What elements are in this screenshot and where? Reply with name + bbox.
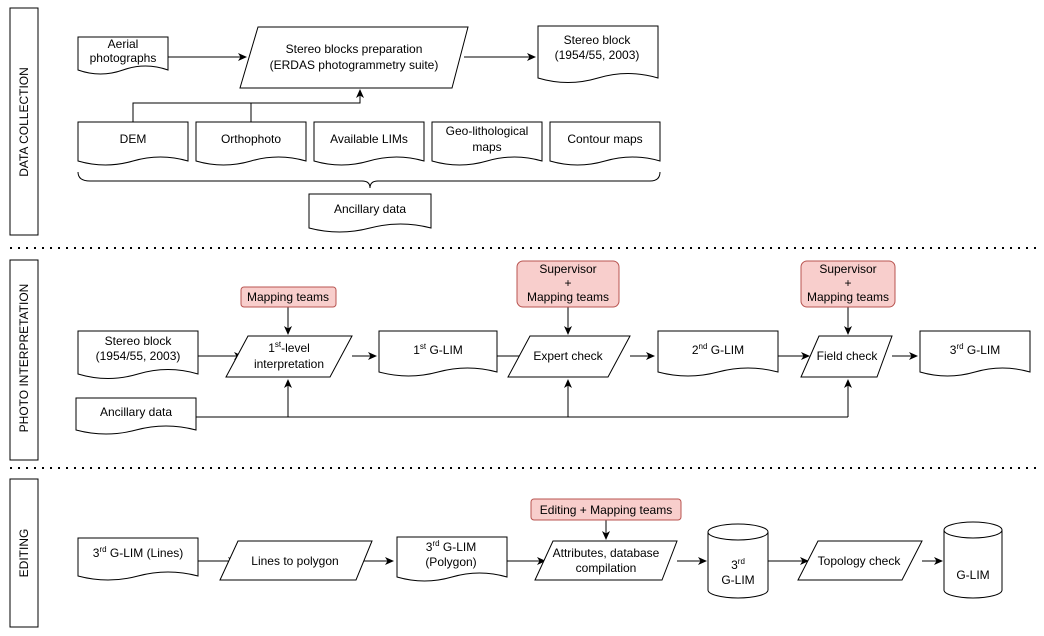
svg-text:(1954/55, 2003): (1954/55, 2003) [96, 349, 181, 363]
node-ancillary-data-collection: Ancillary data [308, 193, 432, 233]
svg-text:maps: maps [472, 140, 501, 154]
node-field-check: Field check [800, 335, 893, 378]
svg-text:3rd G-LIM: 3rd G-LIM [950, 342, 1000, 357]
node-stereo-block-pi: Stereo block (1954/55, 2003) [77, 330, 199, 379]
edge-ancillary-to-prep [132, 89, 364, 122]
node-supervisor-mapping-2: Supervisor + Mapping teams [800, 260, 896, 308]
svg-text:DEM: DEM [120, 132, 147, 146]
node-glim-1: 1st G-LIM [378, 330, 498, 377]
node-ancillary-data-pi: Ancillary data [75, 397, 197, 435]
node-glim-2: 2nd G-LIM [657, 330, 779, 377]
node-editing-mapping-teams: Editing + Mapping teams [530, 498, 682, 521]
lane-label-photo-interpretation: PHOTO INTERPRETATION [17, 284, 31, 433]
svg-text:3rd G-LIM: 3rd G-LIM [426, 539, 476, 554]
node-expert-check: Expert check [507, 335, 631, 378]
svg-text:photographs: photographs [90, 51, 157, 65]
svg-text:Mapping teams: Mapping teams [247, 290, 329, 304]
svg-text:Geo-lithological: Geo-lithological [446, 124, 529, 138]
node-glim-3: 3rd G-LIM [919, 330, 1031, 377]
node-attributes-compilation: Attributes, database compilation [534, 540, 678, 581]
svg-text:interpretation: interpretation [254, 357, 324, 371]
lane-data-collection: DATA COLLECTION [9, 7, 39, 236]
svg-text:3rd G-LIM (Lines): 3rd G-LIM (Lines) [93, 545, 184, 560]
lane-editing: EDITING [9, 478, 39, 628]
svg-text:1st G-LIM: 1st G-LIM [413, 342, 463, 357]
svg-text:Stereo block: Stereo block [105, 334, 173, 348]
node-mapping-teams: Mapping teams [240, 286, 337, 308]
svg-text:Contour maps: Contour maps [567, 132, 642, 146]
lane-label-data-collection: DATA COLLECTION [17, 67, 31, 177]
curly-brace [77, 171, 661, 189]
svg-text:Orthophoto: Orthophoto [221, 132, 281, 146]
node-orthophoto: Orthophoto [195, 121, 307, 166]
svg-text:(1954/55, 2003): (1954/55, 2003) [555, 48, 640, 62]
svg-text:Stereo block: Stereo block [564, 33, 632, 47]
svg-text:2nd G-LIM: 2nd G-LIM [692, 342, 744, 357]
lane-photo-interpretation: PHOTO INTERPRETATION [9, 259, 39, 461]
svg-text:Supervisor: Supervisor [819, 262, 876, 276]
node-geo-lithological-maps: Geo-lithological maps [431, 121, 543, 166]
node-stereo-block: Stereo block (1954/55, 2003) [537, 25, 659, 83]
node-glim3-polygon: 3rd G-LIM (Polygon) [396, 536, 508, 582]
lane-label-editing: EDITING [17, 529, 31, 578]
node-contour-maps: Contour maps [549, 121, 661, 166]
node-glim3-database: 3rd G-LIM [707, 523, 769, 599]
node-supervisor-mapping-1: Supervisor + Mapping teams [516, 260, 620, 308]
node-available-lims: Available LIMs [313, 121, 425, 166]
node-glim-database: G-LIM [943, 521, 1003, 599]
svg-text:(ERDAS photogrammetry suite): (ERDAS photogrammetry suite) [270, 58, 439, 72]
svg-text:3rd: 3rd [731, 557, 745, 572]
svg-text:Expert check: Expert check [533, 349, 603, 363]
svg-text:Attributes, database: Attributes, database [553, 546, 660, 560]
node-lines-to-polygon: Lines to polygon [219, 540, 373, 581]
svg-text:Editing + Mapping teams: Editing + Mapping teams [540, 503, 672, 517]
node-glim3-lines: 3rd G-LIM (Lines) [77, 537, 199, 581]
svg-text:G-LIM: G-LIM [956, 568, 989, 582]
svg-text:1st-level: 1st-level [268, 340, 310, 355]
node-topology-check: Topology check [797, 540, 923, 581]
svg-text:G-LIM: G-LIM [721, 573, 754, 587]
svg-text:Available LIMs: Available LIMs [330, 132, 408, 146]
node-first-level-interpretation: 1st-level interpretation [225, 335, 353, 378]
svg-text:Aerial: Aerial [108, 37, 139, 51]
svg-text:Supervisor: Supervisor [539, 262, 596, 276]
svg-text:Mapping teams: Mapping teams [527, 290, 609, 304]
svg-text:Mapping teams: Mapping teams [807, 290, 889, 304]
svg-text:Field check: Field check [817, 349, 879, 363]
svg-text:+: + [564, 276, 571, 290]
svg-text:Topology check: Topology check [818, 554, 902, 568]
svg-text:Lines to polygon: Lines to polygon [251, 554, 338, 568]
svg-text:+: + [844, 276, 851, 290]
svg-text:Ancillary data: Ancillary data [100, 405, 172, 419]
node-aerial-photographs: Aerial photographs [77, 36, 169, 75]
node-stereo-blocks-preparation: Stereo blocks preparation (ERDAS photogr… [239, 26, 469, 89]
node-dem: DEM [77, 121, 189, 166]
svg-text:compilation: compilation [576, 561, 637, 575]
svg-text:(Polygon): (Polygon) [425, 555, 476, 569]
svg-text:Stereo blocks preparation: Stereo blocks preparation [286, 42, 423, 56]
svg-text:Ancillary data: Ancillary data [334, 202, 406, 216]
